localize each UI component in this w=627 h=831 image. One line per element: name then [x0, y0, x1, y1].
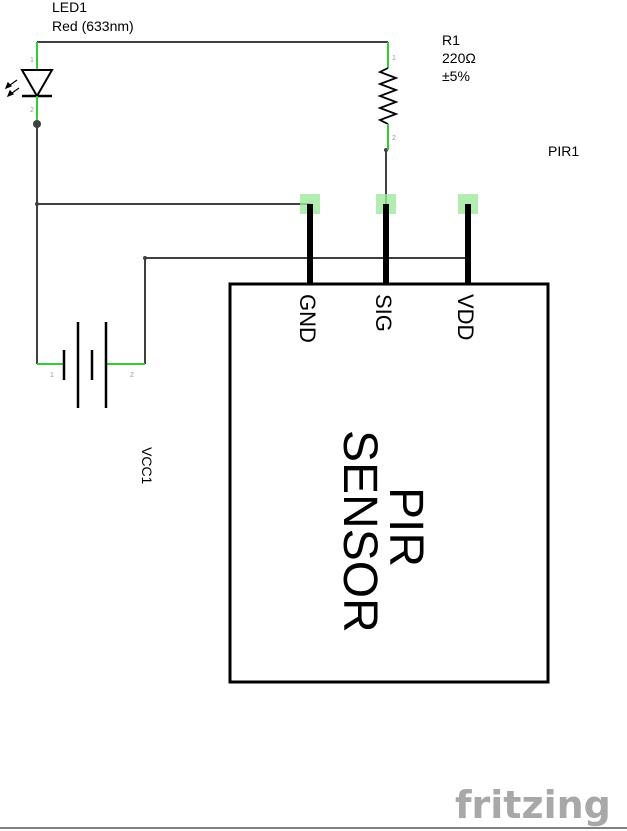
fritzing-logo: fritzing — [455, 783, 611, 827]
led-ref-label: LED1 — [52, 0, 87, 15]
led-symbol[interactable]: 1 2 — [4, 42, 54, 120]
pir-body — [228, 282, 550, 684]
pir-ref-label: PIR1 — [548, 143, 579, 159]
battery-pin1-label: 1 — [50, 372, 54, 379]
led-pin2-label: 2 — [30, 107, 34, 114]
junction-dot — [143, 256, 147, 260]
pir-title-line2: SENSOR — [333, 430, 386, 633]
resistor-value-label: 220Ω — [442, 50, 476, 66]
pir-title-line1: PIR — [379, 487, 432, 567]
led-value-label: Red (633nm) — [52, 18, 134, 34]
battery-pin2-label: 2 — [130, 372, 134, 379]
resistor-pin1-label: 1 — [392, 55, 396, 62]
junction-dot — [33, 120, 41, 128]
resistor-zigzag — [377, 67, 399, 125]
wires — [33, 41, 470, 364]
pir-pin-label-sig: SIG — [371, 294, 396, 332]
battery-symbol[interactable]: 1 2 — [37, 322, 145, 408]
led-triangle — [20, 69, 54, 99]
resistor-pin2-label: 2 — [392, 135, 396, 142]
battery-ref-label: VCC1 — [139, 447, 155, 485]
junction-dot — [35, 202, 39, 206]
pir-sensor-symbol[interactable]: GND SIG VDD PIR SENSOR — [228, 194, 550, 684]
resistor-symbol[interactable]: 1 2 — [377, 42, 399, 150]
resistor-tolerance-label: ±5% — [442, 68, 470, 84]
resistor-ref-label: R1 — [442, 32, 460, 48]
led-pin1-label: 1 — [30, 57, 34, 64]
light-arrows-icon — [4, 79, 20, 98]
pir-pin-label-vdd: VDD — [453, 294, 478, 340]
pir-pin-label-gnd: GND — [295, 294, 320, 343]
